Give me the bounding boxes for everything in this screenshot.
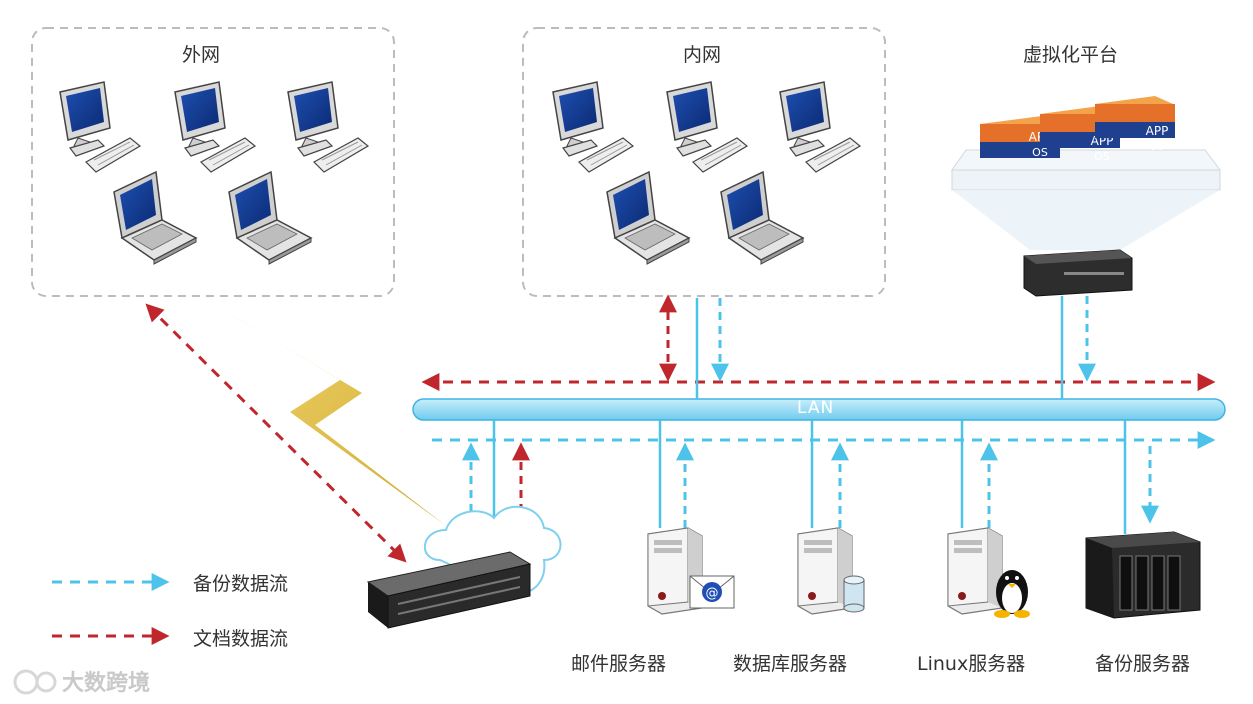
external-desktop-1 [59, 81, 141, 173]
internal-laptop-2 [720, 171, 804, 265]
backup-server-label: 备份服务器 [1095, 653, 1191, 675]
external-laptop-2 [228, 171, 312, 265]
internal-desktop-2 [666, 81, 748, 173]
tux-penguin-icon [994, 570, 1030, 618]
svg-text:OS: OS [1149, 140, 1165, 153]
svg-text:@: @ [706, 586, 719, 601]
svg-text:APP: APP [1146, 124, 1169, 138]
internal-laptop-1 [606, 171, 690, 265]
database-server-label: 数据库服务器 [733, 653, 848, 675]
watermark-text: 大数跨境 [62, 671, 151, 696]
internal-desktop-3 [779, 81, 861, 173]
wireless-link-bolt [200, 296, 445, 525]
mail-server-icon: @ [647, 527, 735, 615]
rack-server-icon [366, 551, 532, 629]
internal-network-group [522, 27, 886, 297]
internal-desktop-1 [552, 81, 634, 173]
external-desktop-3 [287, 81, 369, 173]
external-network-group [31, 27, 395, 297]
internal-network-title: 内网 [683, 44, 722, 66]
svg-text:OS: OS [1094, 150, 1110, 163]
external-document-flow-arrow [145, 303, 407, 563]
backup-server-icon [1085, 531, 1201, 619]
external-desktop-2 [174, 81, 256, 173]
svg-text:OS: OS [1032, 146, 1048, 159]
database-cylinder-icon [843, 575, 865, 613]
linux-server-label: Linux服务器 [917, 653, 1026, 675]
virtualization-platform-icon: APP OS APP OS APP OS [951, 96, 1221, 297]
external-network-title: 外网 [182, 44, 221, 66]
vm-box-3: APP OS [1095, 96, 1175, 153]
lan-bus [412, 398, 1226, 421]
watermark-logo-icon [13, 669, 57, 695]
mail-server-label: 邮件服务器 [571, 653, 667, 675]
external-laptop-1 [113, 171, 197, 265]
legend-document-flow-label: 文档数据流 [193, 628, 289, 650]
lan-label: LAN [797, 398, 835, 418]
linux-server-icon [947, 527, 1030, 618]
legend-backup-flow-label: 备份数据流 [193, 573, 289, 595]
database-server-icon [797, 527, 865, 615]
virtualization-platform-title: 虚拟化平台 [1023, 44, 1119, 66]
